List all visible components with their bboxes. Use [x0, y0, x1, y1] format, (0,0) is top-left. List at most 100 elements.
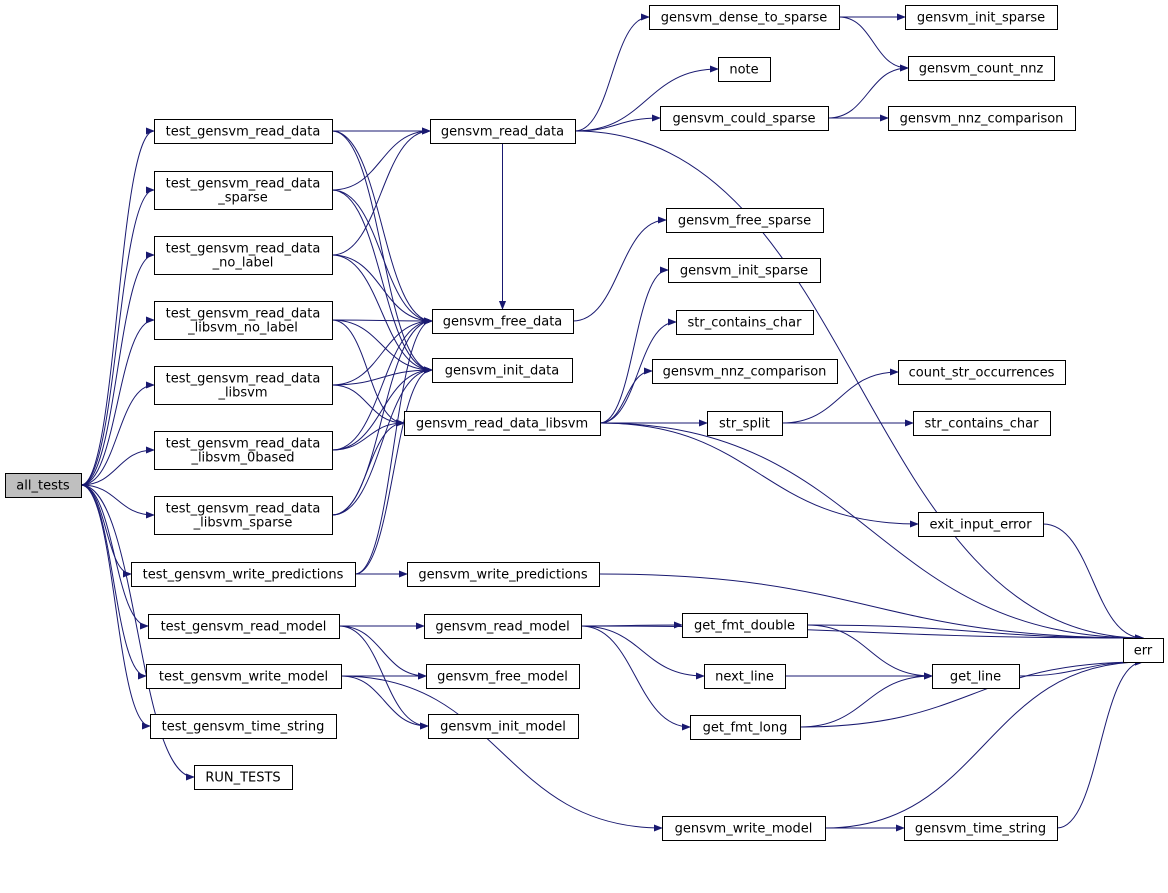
edge-t_read_data_libsvm_sparse-to-read_data_libsvm — [331, 419, 405, 516]
edge-t_read_data_libsvm-to-free_data — [331, 317, 433, 386]
edge-write_model-to-err — [824, 658, 1144, 829]
node-label: gensvm_dense_to_sparse — [661, 11, 828, 26]
node-read-data-libsvm[interactable]: gensvm_read_data_libsvm — [404, 411, 601, 436]
node-label: _libsvm_0based — [190, 451, 294, 466]
edge-all_tests-to-t_read_data_sparse — [80, 186, 155, 486]
edge-free_data-to-free_sparse — [572, 216, 667, 322]
node-exit-input-error[interactable]: exit_input_error — [918, 512, 1044, 537]
node-box — [432, 358, 573, 383]
node-label: test_gensvm_write_predictions — [143, 568, 344, 583]
node-box — [5, 473, 82, 498]
edge-could_sparse-to-count_nnz — [827, 64, 909, 119]
node-dense-to-sparse[interactable]: gensvm_dense_to_sparse — [649, 5, 840, 30]
node-str-contains-char-right[interactable]: str_contains_char — [913, 411, 1051, 436]
node-get-fmt-double[interactable]: get_fmt_double — [682, 613, 808, 638]
node-run-tests[interactable]: RUN_TESTS — [194, 765, 293, 790]
node-t-write-predictions[interactable]: test_gensvm_write_predictions — [131, 562, 356, 587]
node-read-model[interactable]: gensvm_read_model — [424, 614, 582, 639]
node-box — [430, 119, 576, 144]
node-label: gensvm_init_sparse — [917, 11, 1045, 26]
node-label: get_line — [950, 670, 1001, 685]
node-t-read-data-libsvm[interactable]: test_gensvm_read_data_libsvm — [154, 366, 333, 405]
node-box — [682, 613, 808, 638]
node-box — [668, 258, 821, 283]
node-box — [154, 236, 333, 275]
node-box — [404, 411, 601, 436]
edge-t_read_data_sparse-to-read_data — [331, 127, 431, 191]
edge-t_read_data_libsvm-to-init_data — [331, 366, 433, 386]
node-t-read-data-libsvm-no-label[interactable]: test_gensvm_read_data_libsvm_no_label — [154, 301, 333, 340]
node-get-fmt-long[interactable]: get_fmt_long — [690, 715, 801, 740]
node-t-time-string[interactable]: test_gensvm_time_string — [150, 714, 337, 739]
node-box — [932, 664, 1020, 689]
edge-write_predictions-to-err — [598, 573, 1144, 642]
node-init-data[interactable]: gensvm_init_data — [432, 358, 573, 383]
node-label: test_gensvm_read_data — [166, 502, 321, 517]
node-next-line[interactable]: next_line — [704, 664, 786, 689]
node-label: _no_label — [212, 256, 274, 271]
node-write-model[interactable]: gensvm_write_model — [662, 816, 826, 841]
node-free-data[interactable]: gensvm_free_data — [432, 309, 574, 334]
node-t-read-data-sparse[interactable]: test_gensvm_read_data_sparse — [154, 171, 333, 210]
node-box — [666, 208, 824, 233]
node-get-line[interactable]: get_line — [932, 664, 1020, 689]
node-box — [154, 171, 333, 210]
node-label: gensvm_could_sparse — [673, 112, 816, 127]
node-box — [194, 765, 293, 790]
node-read-data[interactable]: gensvm_read_data — [430, 119, 576, 144]
edge-t_read_data-to-init_data — [331, 130, 433, 374]
node-init-sparse-top[interactable]: gensvm_init_sparse — [905, 5, 1058, 30]
node-box — [131, 562, 356, 587]
node-label: _libsvm — [217, 386, 267, 401]
node-label: test_gensvm_time_string — [162, 720, 325, 735]
node-all-tests[interactable]: all_tests — [5, 473, 82, 498]
node-box — [432, 309, 574, 334]
edge-all_tests-to-t_read_data_libsvm_0based — [80, 446, 155, 486]
node-label: gensvm_init_data — [445, 364, 559, 379]
node-count-str-occurrences[interactable]: count_str_occurrences — [898, 360, 1066, 385]
node-nnz-comparison-mid[interactable]: gensvm_nnz_comparison — [652, 359, 838, 384]
node-box — [707, 411, 783, 436]
edge-all_tests-to-t_write_model — [80, 484, 147, 680]
node-label: err — [1134, 644, 1153, 659]
node-err[interactable]: err — [1123, 638, 1164, 663]
edge-read_data_libsvm-to-exit_input_error — [599, 422, 919, 528]
node-time-string[interactable]: gensvm_time_string — [904, 816, 1058, 841]
node-count-nnz[interactable]: gensvm_count_nnz — [908, 56, 1055, 81]
edge-str_split-to-count_str_occurrences — [781, 368, 899, 424]
node-box — [424, 614, 582, 639]
node-init-sparse-mid[interactable]: gensvm_init_sparse — [668, 258, 821, 283]
edge-t_write_model-to-write_model — [340, 675, 663, 832]
node-label: str_contains_char — [688, 316, 803, 331]
node-t-read-model[interactable]: test_gensvm_read_model — [148, 614, 340, 639]
node-t-write-model[interactable]: test_gensvm_write_model — [146, 664, 342, 689]
node-write-predictions[interactable]: gensvm_write_predictions — [407, 562, 600, 587]
node-label: test_gensvm_read_data — [166, 372, 321, 387]
node-t-read-data-no-label[interactable]: test_gensvm_read_data_no_label — [154, 236, 333, 275]
node-t-read-data-libsvm-0based[interactable]: test_gensvm_read_data_libsvm_0based — [154, 431, 333, 470]
node-label: note — [729, 63, 758, 78]
edge-all_tests-to-t_read_data_no_label — [80, 251, 155, 486]
node-free-model[interactable]: gensvm_free_model — [426, 664, 580, 689]
node-t-read-data[interactable]: test_gensvm_read_data — [154, 119, 333, 144]
node-str-contains-char-mid[interactable]: str_contains_char — [676, 310, 814, 335]
node-could-sparse[interactable]: gensvm_could_sparse — [660, 106, 829, 131]
edge-t_read_data-to-free_data — [331, 130, 433, 325]
node-t-read-data-libsvm-sparse[interactable]: test_gensvm_read_data_libsvm_sparse — [154, 496, 333, 535]
node-str-split[interactable]: str_split — [707, 411, 783, 436]
node-label: count_str_occurrences — [909, 366, 1055, 381]
node-nnz-comparison-top[interactable]: gensvm_nnz_comparison — [888, 106, 1076, 131]
node-box — [652, 359, 838, 384]
edge-t_read_data_sparse-to-free_data — [331, 189, 433, 325]
node-box — [146, 664, 342, 689]
node-box — [154, 496, 333, 535]
node-label: get_fmt_double — [694, 619, 795, 634]
node-free-sparse[interactable]: gensvm_free_sparse — [666, 208, 824, 233]
node-box — [918, 512, 1044, 537]
node-box — [649, 5, 840, 30]
node-note[interactable]: note — [718, 57, 771, 82]
node-box — [154, 119, 333, 144]
node-label: gensvm_nnz_comparison — [900, 112, 1064, 127]
node-init-model[interactable]: gensvm_init_model — [428, 714, 579, 739]
node-label: gensvm_free_data — [443, 315, 563, 330]
